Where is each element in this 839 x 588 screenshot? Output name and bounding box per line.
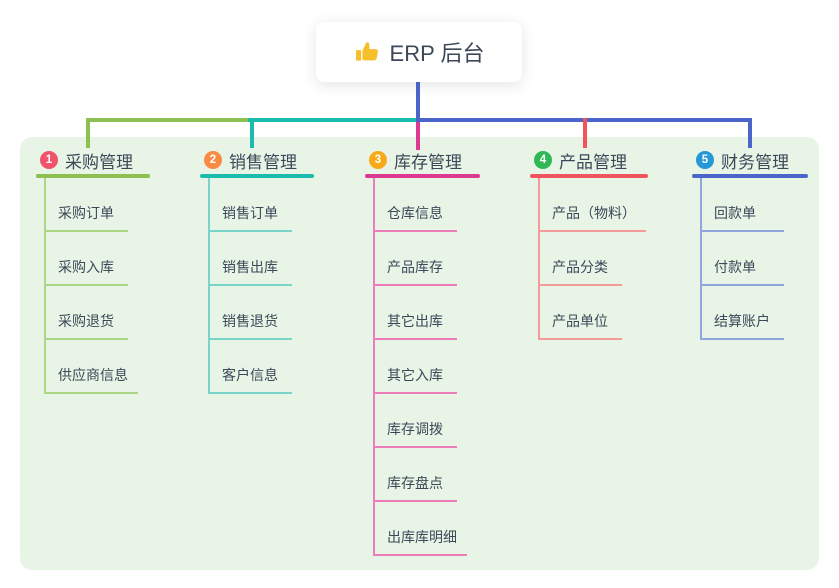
child-label: 仓库信息 <box>373 203 457 232</box>
drop-branch-1 <box>86 118 90 148</box>
branch-children: 产品（物料） 产品分类产品单位 <box>538 178 648 340</box>
branch-label: 财务管理 <box>721 152 789 172</box>
child-node[interactable]: 回款单 <box>700 178 808 232</box>
child-label: 产品单位 <box>538 311 622 340</box>
child-label: 产品（物料） <box>538 203 646 232</box>
branch-children: 回款单付款单结算账户 <box>700 178 808 340</box>
thumbs-up-icon <box>354 39 380 65</box>
child-label: 付款单 <box>700 257 784 286</box>
branch-underline <box>365 174 480 178</box>
branch-label: 销售管理 <box>229 152 297 172</box>
child-node[interactable]: 产品库存 <box>373 232 480 286</box>
child-label: 出库库明细 <box>373 527 467 556</box>
branch-node[interactable]: 1 采购管理 采购订单采购入库采购退货供应商信息 <box>36 146 150 394</box>
child-node[interactable]: 销售出库 <box>208 232 314 286</box>
branch-node[interactable]: 5 财务管理 回款单付款单结算账户 <box>692 146 808 340</box>
child-node[interactable]: 库存盘点 <box>373 448 480 502</box>
branch-children: 仓库信息产品库存其它出库其它入库库存调拨库存盘点出库库明细 <box>373 178 480 556</box>
child-node[interactable]: 采购退货 <box>44 286 150 340</box>
child-label: 销售出库 <box>208 257 292 286</box>
child-node[interactable]: 客户信息 <box>208 340 314 394</box>
child-label: 产品库存 <box>373 257 457 286</box>
rail-segment-green <box>86 118 252 122</box>
child-node[interactable]: 产品分类 <box>538 232 648 286</box>
child-node[interactable]: 销售订单 <box>208 178 314 232</box>
child-node[interactable]: 仓库信息 <box>373 178 480 232</box>
branch-label: 库存管理 <box>394 152 462 172</box>
child-label: 供应商信息 <box>44 365 138 394</box>
child-node[interactable]: 结算账户 <box>700 286 808 340</box>
branch-header[interactable]: 2 销售管理 <box>200 146 314 174</box>
branch-children: 采购订单采购入库采购退货供应商信息 <box>44 178 150 394</box>
child-label: 其它入库 <box>373 365 457 394</box>
child-label: 库存调拨 <box>373 419 457 448</box>
child-label: 库存盘点 <box>373 473 457 502</box>
branch-label: 产品管理 <box>559 152 627 172</box>
child-label: 采购退货 <box>44 311 128 340</box>
child-node[interactable]: 其它入库 <box>373 340 480 394</box>
child-node[interactable]: 付款单 <box>700 232 808 286</box>
child-node[interactable]: 销售退货 <box>208 286 314 340</box>
rail-segment-teal <box>248 118 418 122</box>
branch-node[interactable]: 4 产品管理 产品（物料） 产品分类产品单位 <box>530 146 648 340</box>
child-node[interactable]: 产品（物料） <box>538 178 648 232</box>
child-label: 客户信息 <box>208 365 292 394</box>
branch-label: 采购管理 <box>65 152 133 172</box>
branch-underline <box>36 174 150 178</box>
branch-number-badge: 2 <box>204 151 222 169</box>
mindmap-panel <box>20 137 819 570</box>
branch-node[interactable]: 3 库存管理 仓库信息产品库存其它出库其它入库库存调拨库存盘点出库库明细 <box>365 146 480 556</box>
drop-branch-5 <box>748 118 752 148</box>
root-title: ERP 后台 <box>389 41 485 66</box>
child-label: 其它出库 <box>373 311 457 340</box>
branch-underline <box>692 174 808 178</box>
branch-children: 销售订单销售出库销售退货客户信息 <box>208 178 314 394</box>
branch-number-badge: 5 <box>696 151 714 169</box>
child-node[interactable]: 出库库明细 <box>373 502 480 556</box>
drop-branch-4 <box>583 118 587 148</box>
child-node[interactable]: 供应商信息 <box>44 340 150 394</box>
child-label: 采购入库 <box>44 257 128 286</box>
branch-underline <box>530 174 648 178</box>
trunk-line <box>416 82 420 122</box>
child-label: 采购订单 <box>44 203 128 232</box>
child-node[interactable]: 采购入库 <box>44 232 150 286</box>
branch-number-badge: 4 <box>534 151 552 169</box>
branch-number-badge: 1 <box>40 151 58 169</box>
branch-header[interactable]: 4 产品管理 <box>530 146 648 174</box>
child-node[interactable]: 产品单位 <box>538 286 648 340</box>
child-label: 结算账户 <box>700 311 784 340</box>
root-node[interactable]: ERP 后台 <box>316 22 522 82</box>
child-node[interactable]: 其它出库 <box>373 286 480 340</box>
branch-header[interactable]: 3 库存管理 <box>365 146 480 174</box>
child-node[interactable]: 库存调拨 <box>373 394 480 448</box>
child-node[interactable]: 采购订单 <box>44 178 150 232</box>
branch-header[interactable]: 5 财务管理 <box>692 146 808 174</box>
branch-number-badge: 3 <box>369 151 387 169</box>
child-label: 销售退货 <box>208 311 292 340</box>
branch-underline <box>200 174 314 178</box>
branch-node[interactable]: 2 销售管理 销售订单销售出库销售退货客户信息 <box>200 146 314 394</box>
drop-branch-2 <box>250 118 254 148</box>
child-label: 销售订单 <box>208 203 292 232</box>
drop-branch-3 <box>416 122 420 150</box>
child-label: 回款单 <box>700 203 784 232</box>
child-label: 产品分类 <box>538 257 622 286</box>
branch-header[interactable]: 1 采购管理 <box>36 146 150 174</box>
